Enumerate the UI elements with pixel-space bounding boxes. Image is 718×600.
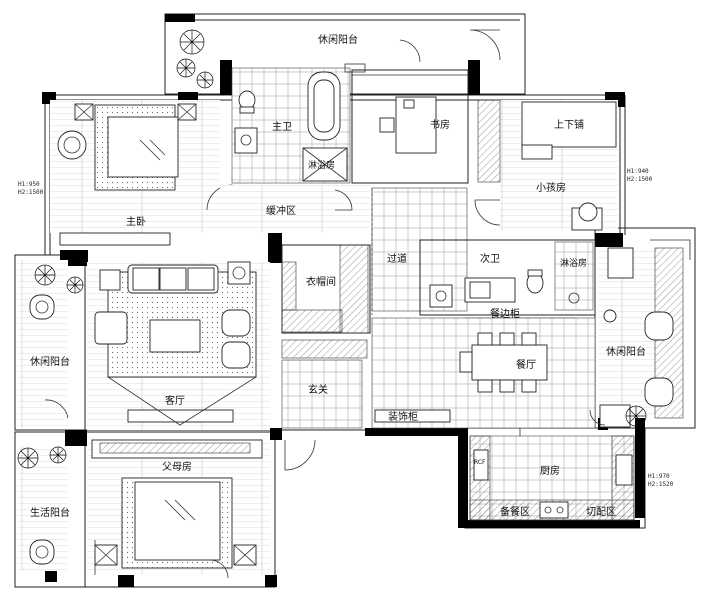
room-label-kids-room: 小孩房	[536, 181, 566, 194]
room-label-walk-in-closet: 衣帽间	[306, 275, 336, 288]
study	[344, 63, 469, 184]
entrance	[281, 339, 368, 471]
parents-room	[87, 439, 270, 575]
dim-label-left-h1: H1:950	[18, 181, 40, 188]
room-label-sideboard: 餐边柜	[490, 307, 520, 320]
door-swing	[209, 559, 229, 579]
door-swing	[589, 409, 606, 426]
top-balcony-plants	[176, 29, 214, 89]
room-label-living-room: 客厅	[165, 394, 185, 407]
dim-label-left-h2: H2:1500	[18, 189, 44, 196]
walk-in-closet	[281, 244, 371, 334]
room-label-prep-area: 备餐区	[500, 505, 530, 518]
room-label-decor-cabinet: 装饰柜	[388, 410, 418, 423]
room-label-leisure-balcony-right: 休闲阳台	[606, 345, 646, 358]
room-label-cutting-area: 切配区	[586, 506, 616, 518]
room-label-entrance: 玄关	[308, 383, 328, 396]
decor-cabinet-outline	[374, 409, 451, 423]
buffer-zone	[220, 185, 370, 233]
room-label-service-balcony: 生活阳台	[30, 506, 70, 519]
room-label-shower-2: 淋浴房	[560, 257, 587, 269]
door-swing	[474, 199, 501, 226]
left-leisure-balcony	[18, 260, 69, 428]
plant-icon	[17, 447, 39, 469]
room-label-study: 书房	[430, 118, 450, 131]
room-label-buffer-zone: 缓冲区	[266, 204, 296, 217]
second-bath	[419, 239, 596, 316]
room-label-master-bedroom: 主卧	[126, 215, 146, 228]
plant-icon	[625, 405, 647, 427]
dim-label-kitchen-h1: H1:970	[648, 473, 670, 480]
room-label-kitchen: 厨房	[540, 464, 560, 477]
door-swing	[469, 29, 501, 61]
room-label-master-bath: 主卫	[272, 121, 292, 133]
dim-label-right-h2: H2:1500	[627, 176, 653, 183]
door-swing	[399, 39, 421, 63]
structural-columns	[42, 14, 645, 587]
room-label-corridor: 过道	[387, 252, 407, 265]
plant-icon	[49, 446, 67, 464]
room-label-second-bath: 次卫	[480, 252, 500, 265]
kitchen-appliance-label: RCF	[474, 459, 486, 466]
plant-icon	[66, 276, 84, 294]
master-bath	[231, 67, 351, 184]
master-bedroom	[50, 100, 233, 246]
service-balcony	[18, 446, 68, 571]
dim-label-kitchen-h2: H2:1520	[648, 481, 674, 488]
plant-icon	[34, 264, 56, 286]
dim-label-right-h1: H1:940	[627, 168, 649, 175]
room-label-parents-room: 父母房	[162, 460, 192, 473]
kitchen	[469, 428, 635, 521]
kids-room	[477, 99, 618, 231]
room-label-leisure-balcony-top: 休闲阳台	[318, 33, 358, 46]
living-room	[87, 261, 270, 430]
right-leisure-balcony	[598, 239, 691, 428]
room-label-shower-1: 淋浴房	[308, 159, 335, 171]
room-label-bunk-bed: 上下铺	[554, 118, 584, 131]
room-label-leisure-balcony-left: 休闲阳台	[30, 355, 70, 368]
room-label-dining-room: 餐厅	[516, 358, 536, 371]
